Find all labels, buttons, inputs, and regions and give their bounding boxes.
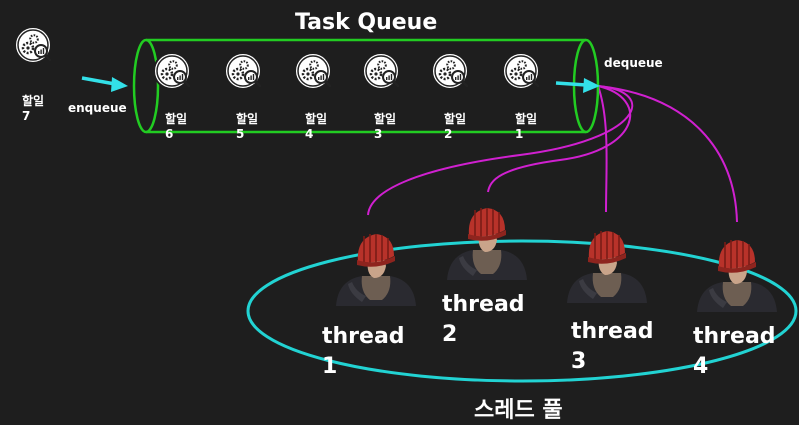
task-icon [223, 51, 263, 91]
thread-pool-label: 스레드 풀 [474, 398, 563, 423]
diagram-title: Task Queue [295, 10, 438, 35]
task-icon [152, 51, 192, 91]
incoming-task-label: 할일 7 [22, 94, 45, 123]
dequeue-arrow [555, 78, 600, 93]
connector-thread-4 [597, 85, 738, 223]
thread-4-worker-icon [696, 239, 778, 313]
dequeue-label: dequeue [604, 56, 663, 70]
connector-thread-3 [597, 85, 608, 213]
thread-pool-ellipse [246, 239, 798, 383]
task-icon [501, 51, 541, 91]
connector-lines [367, 85, 738, 223]
enqueue-label: enqueue [68, 101, 127, 115]
enqueue-arrow [81, 76, 128, 92]
task-icon [430, 51, 470, 91]
connector-thread-2 [487, 85, 632, 193]
task-icon [361, 51, 401, 91]
connector-thread-1 [367, 85, 634, 216]
incoming-task-icon [13, 25, 53, 65]
task-icon [293, 51, 333, 91]
task-queue-cylinder [132, 38, 600, 134]
thread-1-worker-icon [335, 233, 417, 307]
